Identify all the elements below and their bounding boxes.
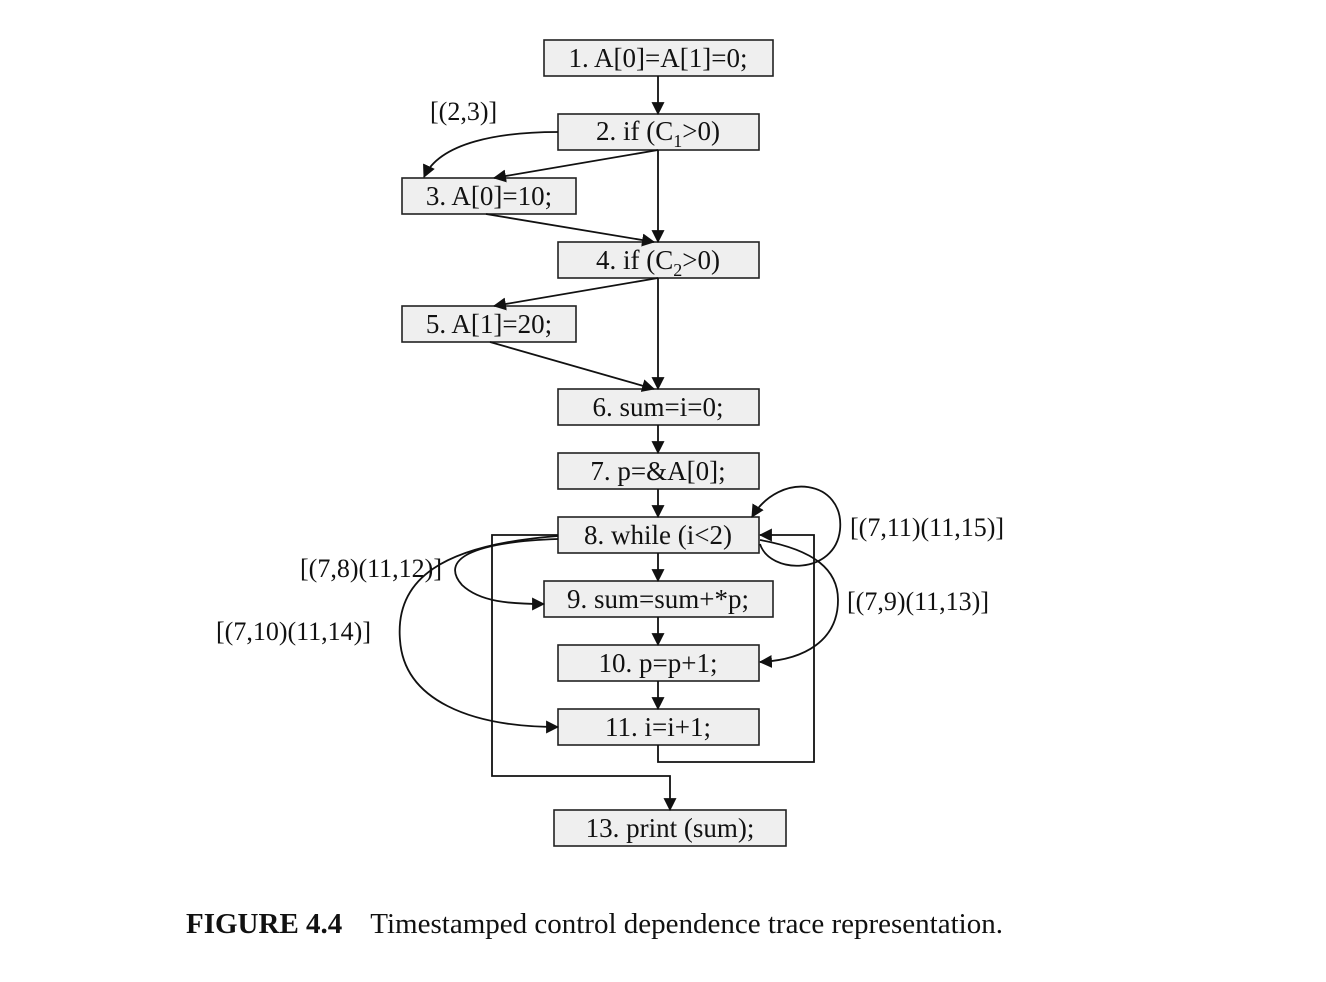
node-7-label: 7. p=&A[0]; xyxy=(590,456,725,486)
edge-5-6 xyxy=(489,341,656,392)
node-10: 10. p=p+1; xyxy=(557,644,760,682)
edge-4-5 xyxy=(492,277,659,311)
node-4-label: 4. if (C2>0) xyxy=(596,245,720,280)
figure-caption: FIGURE 4.4 Timestamped control dependence… xyxy=(186,908,1186,941)
node-10-label: 10. p=p+1; xyxy=(599,648,718,678)
node-6-label: 6. sum=i=0; xyxy=(593,392,724,422)
node-3: 3. A[0]=10; xyxy=(401,177,577,215)
edge-2-3 xyxy=(492,149,659,183)
node-6: 6. sum=i=0; xyxy=(557,388,760,426)
node-2-label: 2. if (C1>0) xyxy=(596,116,720,151)
node-8: 8. while (i<2) xyxy=(557,516,760,554)
edge-8-self-loop xyxy=(751,485,841,567)
label-7-11: [(7,11)(11,15)] xyxy=(850,513,1004,542)
node-3-label: 3. A[0]=10; xyxy=(426,181,552,211)
node-9: 9. sum=sum+*p; xyxy=(543,580,774,618)
node-1-label: 1. A[0]=A[1]=0; xyxy=(569,43,748,73)
edge-8-10-curve xyxy=(758,539,839,668)
figure-number: FIGURE 4.4 xyxy=(186,908,343,940)
node-5: 5. A[1]=20; xyxy=(401,305,577,343)
node-1: 1. A[0]=A[1]=0; xyxy=(543,39,774,77)
node-13: 13. print (sum); xyxy=(553,809,787,847)
node-4: 4. if (C2>0) xyxy=(557,241,760,280)
edge-loop-exit xyxy=(491,534,677,812)
node-2: 2. if (C1>0) xyxy=(557,113,760,151)
label-2-3: [(2,3)] xyxy=(430,97,497,126)
figure-caption-text: Timestamped control dependence trace rep… xyxy=(370,908,1003,940)
node-11-label: 11. i=i+1; xyxy=(605,712,711,742)
label-7-8: [(7,8)(11,12)] xyxy=(300,554,442,583)
node-7: 7. p=&A[0]; xyxy=(557,452,760,490)
label-7-9: [(7,9)(11,13)] xyxy=(847,587,989,616)
node-11: 11. i=i+1; xyxy=(557,708,760,746)
edge-8-9-curve xyxy=(454,538,559,611)
edge-loop-back xyxy=(657,528,815,763)
control-dependence-graph: 1. A[0]=A[1]=0; 2. if (C1>0) 3. A[0]=10;… xyxy=(216,39,1004,847)
node-5-label: 5. A[1]=20; xyxy=(426,309,552,339)
node-13-label: 13. print (sum); xyxy=(586,813,755,843)
edge-3-4 xyxy=(485,213,656,247)
edge-8-11-curve xyxy=(398,535,560,734)
node-8-label: 8. while (i<2) xyxy=(584,520,732,550)
node-9-label: 9. sum=sum+*p; xyxy=(567,584,749,614)
label-7-10: [(7,10)(11,14)] xyxy=(216,617,371,646)
edge-2-3-timestamped xyxy=(423,131,559,178)
